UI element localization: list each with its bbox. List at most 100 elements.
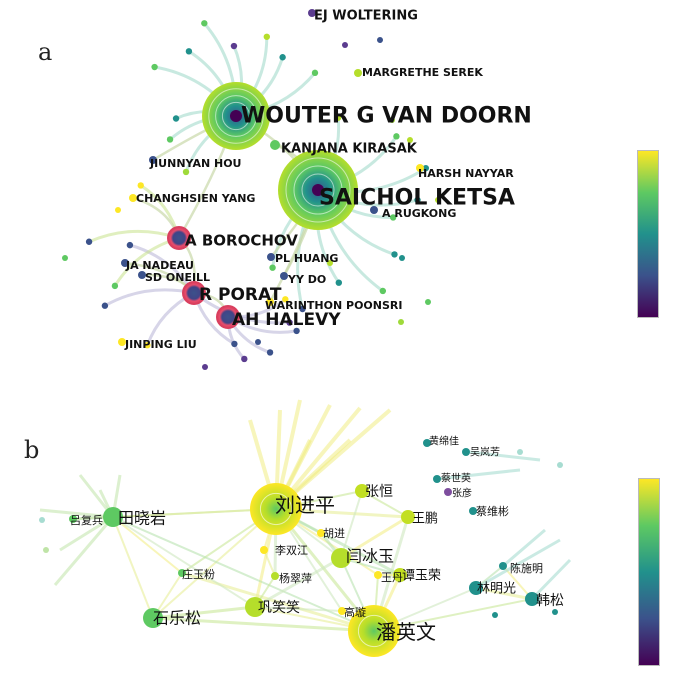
borochov-leaf-node: [85, 238, 93, 245]
r-porat-label: R PORAT: [199, 285, 282, 305]
peripheral-node: [327, 260, 333, 266]
peripheral-node: [389, 117, 395, 123]
coauthor-edge: [361, 490, 409, 518]
ja-nadeau-label: JA NADEAU: [125, 259, 194, 272]
wouter-g-van-doorn-label: WOUTER G VAN DOORN: [241, 104, 532, 129]
coauthor-edge: [502, 528, 546, 568]
author-b-9-label: 王鹏: [412, 512, 438, 527]
coauthor-edge: [254, 556, 342, 609]
network-graph-b: 黄绵佳吴岚芳蔡世英张彦张恒刘进平田晓岩吕复兵胡进王鹏蔡维彬李双江闫冰玉陈施明庄玉…: [39, 399, 572, 657]
borochov-leaf-node: [137, 182, 144, 189]
van-doorn-leaf-node: [151, 63, 158, 71]
author-b-23-node-ring: [357, 614, 391, 648]
coauthor-edge: [152, 616, 375, 633]
wouter-g-van-doorn-node-ring: [221, 101, 251, 131]
author-b-8-node: [317, 529, 325, 537]
peripheral-node: [517, 449, 523, 455]
author-b-17-node: [393, 568, 407, 582]
ej-woltering-node: [308, 9, 316, 17]
porat-leaf-node: [126, 241, 134, 249]
author-b-12-node: [331, 548, 351, 568]
author-b-4-node: [355, 484, 369, 498]
colorbar-b: [638, 478, 660, 666]
author-b-11-label: 李双江: [275, 543, 308, 557]
ketsa-leaf-node: [334, 114, 342, 121]
author-b-5-node-ring: [259, 492, 293, 526]
author-b-1-label: 吴岚芳: [470, 446, 500, 459]
author-b-13-node: [499, 562, 507, 570]
author-b-4-label: 张恒: [365, 484, 393, 500]
jinping-liu-node: [118, 338, 126, 346]
harsh-nayyar-label: HARSH NAYYAR: [418, 167, 514, 180]
author-b-6-label: 田晓岩: [118, 509, 166, 528]
sd-oneill-label: SD ONEILL: [145, 271, 210, 284]
coauthor-edge: [112, 516, 154, 619]
peripheral-node: [202, 364, 208, 370]
saichol-ketsa-node-core: [312, 184, 324, 196]
jiunnyan-hou-node: [149, 156, 157, 164]
author-b-18-node: [469, 581, 483, 595]
coauthor-edge: [112, 516, 256, 608]
pl-huang-node: [267, 253, 275, 261]
peripheral-node: [552, 609, 558, 615]
author-b-20-label: 巩笑笑: [258, 600, 300, 616]
saichol-ketsa-label: SAICHOL KETSA: [319, 186, 515, 211]
coauthor-edge: [373, 598, 533, 632]
peripheral-node: [435, 197, 441, 203]
coauthor-edge: [475, 538, 561, 590]
author-b-23-node: [348, 605, 400, 657]
author-b-16-label: 王丹: [381, 571, 403, 584]
peripheral-node: [62, 255, 68, 261]
borochov-edge: [88, 229, 180, 244]
coauthor-edge: [152, 605, 256, 620]
author-b-10-node: [469, 507, 477, 515]
author-b-15-label: 杨翠萍: [279, 571, 312, 585]
panel-a-label: a: [38, 38, 53, 66]
coauthor-edge: [340, 557, 401, 576]
peripheral-node: [492, 612, 498, 618]
van-doorn-leaf-node: [182, 168, 190, 176]
author-b-6-node: [103, 507, 123, 527]
warinthon-poonsri-label: WARINTHON POONSRI: [265, 299, 402, 312]
author-b-8-label: 胡进: [323, 526, 345, 540]
colorbar-a: [637, 150, 659, 318]
author-b-3-node: [444, 488, 452, 496]
author-b-20-node: [245, 597, 265, 617]
margrethe-serek-label: MARGRETHE SEREK: [362, 66, 483, 79]
yy-do-node: [280, 272, 288, 280]
halevy-leaf-node: [241, 355, 248, 363]
author-b-0-node: [423, 439, 431, 447]
author-b-9-node: [401, 510, 415, 524]
changhsien-yang-node: [129, 194, 137, 202]
author-b-10-label: 蔡维彬: [476, 505, 509, 518]
peripheral-node: [255, 339, 261, 345]
author-b-22-node: [338, 607, 346, 615]
peripheral-node: [43, 547, 49, 553]
jinping-liu-label: JINPING LIU: [124, 338, 197, 351]
author-b-7-label: 吕复兵: [70, 513, 103, 527]
van-doorn-leaf-node: [166, 136, 174, 143]
author-b-2-node: [433, 475, 441, 483]
author-b-17-label: 谭玉荣: [402, 569, 441, 584]
author-b-19-node: [525, 592, 539, 606]
ja-nadeau-node: [121, 259, 129, 267]
porat-leaf-node: [144, 341, 151, 349]
van-doorn-leaf-node: [279, 54, 286, 61]
peripheral-node: [399, 255, 405, 261]
porat-edge: [104, 288, 195, 308]
wouter-g-van-doorn-node-core: [230, 110, 242, 122]
ketsa-leaf-node: [391, 251, 398, 258]
halevy-leaf-node: [282, 296, 289, 303]
ah-halevy-label: AH HALEVY: [232, 310, 341, 330]
author-b-14-label: 庄玉粉: [182, 567, 215, 581]
wouter-g-van-doorn-node-ring: [208, 88, 264, 144]
porat-leaf-node: [231, 340, 238, 348]
author-b-16-node: [374, 571, 382, 579]
harsh-nayyar-node: [416, 164, 424, 172]
coauthor-edge: [53, 516, 115, 586]
borochov-leaf-node: [111, 282, 119, 290]
labels-b: 黄绵佳吴岚芳蔡世英张彦张恒刘进平田晓岩吕复兵胡进王鹏蔡维彬李双江闫冰玉陈施明庄玉…: [70, 435, 564, 645]
coauthor-edge: [340, 515, 409, 560]
